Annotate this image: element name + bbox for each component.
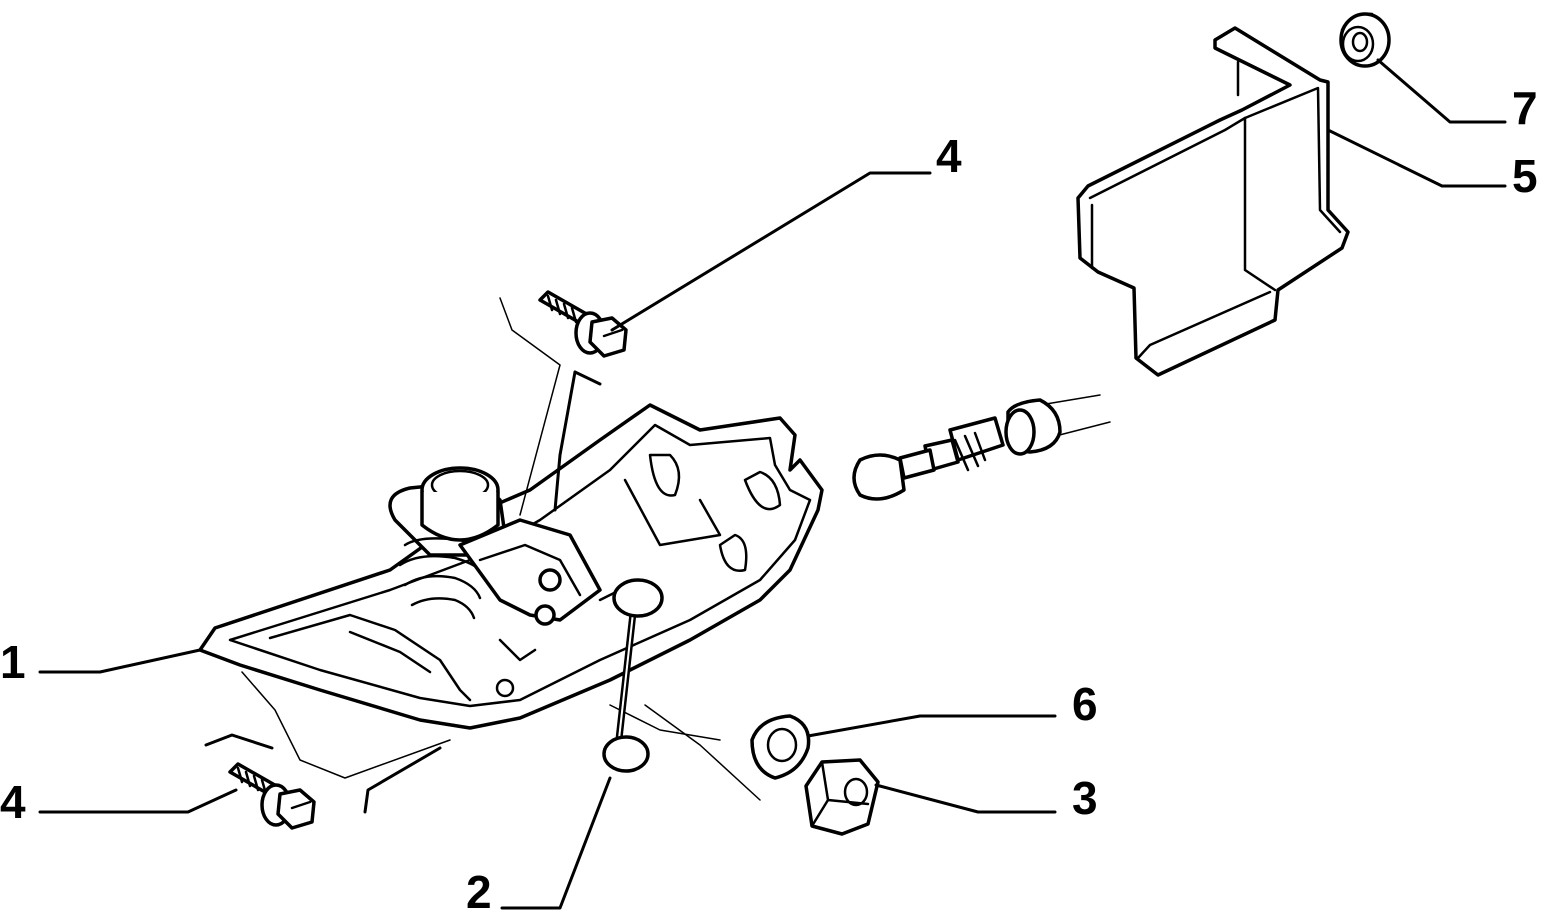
washer	[750, 714, 811, 780]
selector-rod	[602, 578, 664, 773]
leader-lines	[38, 58, 1507, 910]
callout-2: 2	[466, 866, 492, 911]
gearshift-base-housing	[198, 297, 824, 814]
callout-4-upper: 4	[936, 130, 962, 182]
callout-6: 6	[1072, 678, 1098, 730]
callout-3: 3	[1072, 772, 1098, 824]
bolt-upper	[538, 290, 628, 358]
bolt-lower	[228, 762, 316, 830]
callout-7: 7	[1512, 82, 1538, 134]
callout-4-lower: 4	[0, 776, 26, 828]
grommet	[1339, 12, 1391, 68]
gear-cable	[852, 394, 1111, 501]
hex-nut	[804, 758, 880, 836]
callout-5: 5	[1512, 150, 1538, 202]
cover-bracket	[1076, 26, 1350, 377]
callout-1: 1	[0, 636, 26, 688]
callout-labels: 1 2 3 4 4 5 6 7	[0, 82, 1538, 911]
